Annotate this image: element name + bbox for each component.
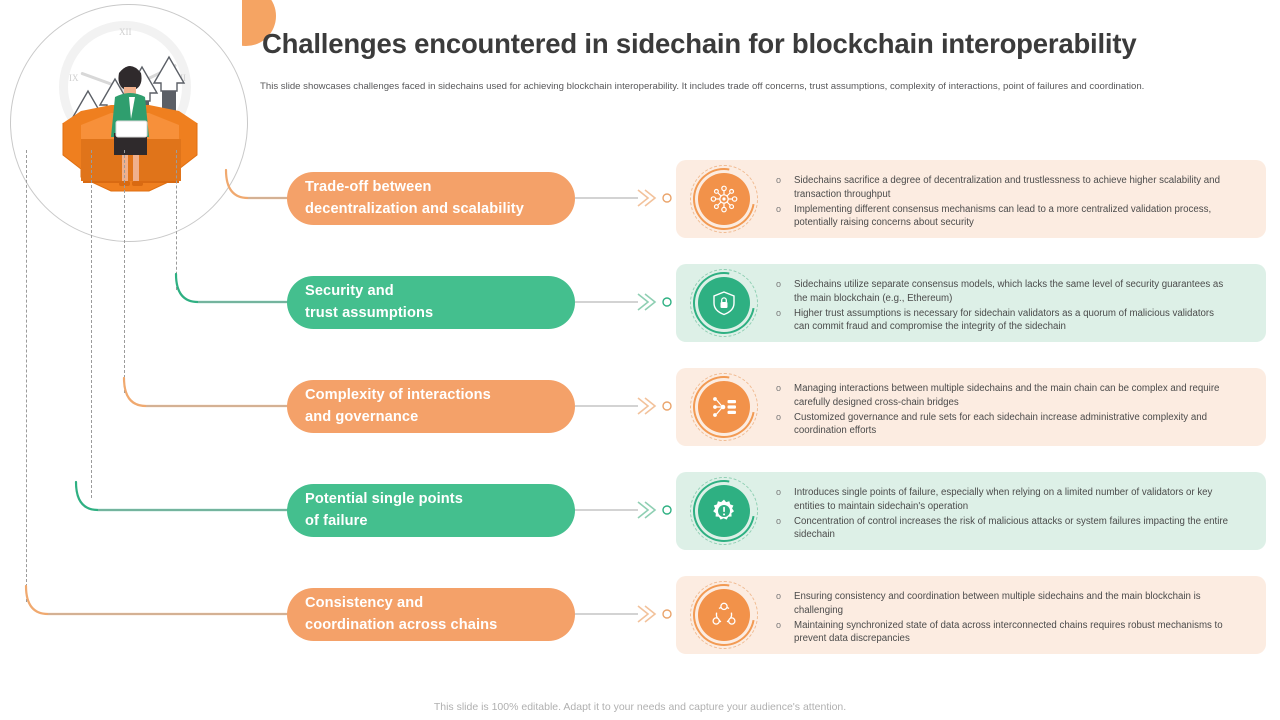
pill-line-1: Complexity of interactions — [305, 387, 491, 404]
card-consistency: o Ensuring consistency and coordination … — [676, 571, 1266, 659]
icon-badge-1 — [680, 155, 768, 243]
dashed-trunk-1 — [176, 150, 177, 290]
icon-dashed-ring — [690, 373, 758, 441]
decentralized-network-icon — [698, 173, 750, 225]
bullet-marker: o — [776, 487, 782, 497]
bullet-text: Customized governance and rule sets for … — [794, 411, 1208, 437]
bullet-marker: o — [776, 175, 782, 185]
pill-consistency[interactable]: Consistency and coordination across chai… — [287, 588, 575, 641]
bullet-list-5: o Ensuring consistency and coordination … — [776, 590, 1231, 647]
dashed-trunk-2 — [124, 150, 125, 393]
bullet-text: Higher trust assumptions is necessary fo… — [794, 307, 1214, 333]
bullet-text: Concentration of control increases the r… — [794, 515, 1228, 541]
list-item: o Customized governance and rule sets fo… — [776, 411, 1231, 439]
bullet-text: Managing interactions between multiple s… — [794, 383, 1220, 408]
list-item: o Concentration of control increases the… — [776, 515, 1231, 543]
bullet-text: Maintaining synchronized state of data a… — [794, 619, 1223, 645]
bullet-text: Introduces single points of failure, esp… — [794, 487, 1213, 512]
icon-dashed-ring — [690, 165, 758, 233]
bullet-marker: o — [776, 307, 782, 318]
pill-line-2: trust assumptions — [305, 304, 434, 321]
bullet-marker: o — [776, 383, 782, 393]
icon-dashed-ring — [690, 477, 758, 545]
list-item: o Sidechains sacrifice a degree of decen… — [776, 174, 1231, 202]
icon-badge-4 — [680, 467, 768, 555]
bullet-list-4: o Introduces single points of failure, e… — [776, 486, 1231, 543]
list-item: o Sidechains utilize separate consensus … — [776, 278, 1231, 306]
card-security: o Sidechains utilize separate consensus … — [676, 259, 1266, 347]
footer-note: This slide is 100% editable. Adapt it to… — [433, 701, 847, 713]
pill-line-1: Potential single points — [305, 491, 463, 508]
bullet-text: Implementing different consensus mechani… — [794, 203, 1212, 229]
card-trade-off: o Sidechains sacrifice a degree of decen… — [676, 155, 1266, 243]
three-node-sync-icon — [698, 589, 750, 641]
bullet-text: Sidechains utilize separate consensus mo… — [794, 279, 1224, 304]
page-title: Challenges encountered in sidechain for … — [262, 28, 1137, 59]
list-item: o Higher trust assumptions is necessary … — [776, 307, 1231, 335]
illustration-artwork — [62, 55, 198, 192]
bullet-marker: o — [776, 203, 782, 214]
list-item: o Implementing different consensus mecha… — [776, 203, 1231, 231]
pill-line-2: and governance — [305, 408, 419, 425]
bullet-text: Sidechains sacrifice a degree of decentr… — [794, 175, 1220, 200]
pill-line-2: decentralization and scalability — [305, 200, 524, 217]
pill-line-2: coordination across chains — [305, 616, 498, 633]
bullet-marker: o — [776, 279, 782, 289]
card-complexity: o Managing interactions between multiple… — [676, 363, 1266, 451]
pill-complexity[interactable]: Complexity of interactions and governanc… — [287, 380, 575, 433]
pill-line-1: Consistency and — [305, 595, 424, 612]
list-item: o Maintaining synchronized state of data… — [776, 619, 1231, 647]
pill-line-1: Trade-off between — [305, 179, 432, 196]
bullet-text: Ensuring consistency and coordination be… — [794, 591, 1201, 616]
list-item: o Ensuring consistency and coordination … — [776, 590, 1231, 618]
card-single-points: o Introduces single points of failure, e… — [676, 467, 1266, 555]
bullet-marker: o — [776, 515, 782, 526]
dashed-trunk-4 — [26, 150, 27, 602]
list-item: o Managing interactions between multiple… — [776, 382, 1231, 410]
bullet-marker: o — [776, 591, 782, 601]
pill-single-points[interactable]: Potential single points of failure — [287, 484, 575, 537]
shield-lock-icon — [698, 277, 750, 329]
bullet-list-1: o Sidechains sacrifice a degree of decen… — [776, 174, 1231, 231]
bullet-marker: o — [776, 411, 782, 422]
pill-line-1: Security and — [305, 283, 394, 300]
illustration-circle: XII IX III — [10, 4, 248, 242]
icon-badge-3 — [680, 363, 768, 451]
clock-numeral-xii: XII — [119, 27, 132, 37]
icon-badge-2 — [680, 259, 768, 347]
clock-numeral-ix: IX — [69, 73, 79, 83]
icon-dashed-ring — [690, 269, 758, 337]
pill-security[interactable]: Security and trust assumptions — [287, 276, 575, 329]
pill-trade-off[interactable]: Trade-off between decentralization and s… — [287, 172, 575, 225]
bullet-marker: o — [776, 619, 782, 630]
icon-dashed-ring — [690, 581, 758, 649]
bullet-list-3: o Managing interactions between multiple… — [776, 382, 1231, 439]
page-subtitle: This slide showcases challenges faced in… — [260, 81, 1145, 92]
gear-alert-icon — [698, 485, 750, 537]
icon-badge-5 — [680, 571, 768, 659]
list-item: o Introduces single points of failure, e… — [776, 486, 1231, 514]
bullet-list-2: o Sidechains utilize separate consensus … — [776, 278, 1231, 335]
network-database-icon — [698, 381, 750, 433]
pill-line-2: of failure — [305, 512, 368, 529]
dashed-trunk-3 — [91, 150, 92, 498]
